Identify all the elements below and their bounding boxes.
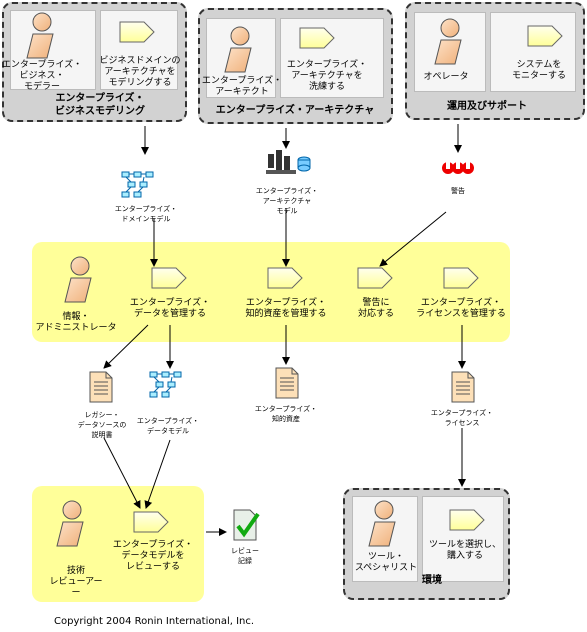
activity-icon	[299, 27, 335, 49]
manage-assets-label: エンタープライズ・ 知的資産を管理する	[245, 298, 327, 319]
data-model-label: エンタープライズ・ データモデル	[136, 417, 200, 435]
activity-icon	[267, 267, 303, 289]
tool-specialist-label: ツール・ スペシャリスト	[354, 552, 418, 573]
monitor-system-label: システムを モニターする	[511, 60, 566, 81]
review-record-icon	[233, 509, 260, 541]
architecture-model-icon	[266, 150, 311, 174]
business-modeler-label: エンタープライズ・ ビジネス・ モデラー	[1, 60, 83, 92]
operations-title: 運用及びサポート	[447, 101, 527, 112]
activity-icon	[449, 509, 485, 531]
actor-icon	[368, 500, 396, 547]
activity-icon	[357, 267, 393, 289]
refine-architecture-label: エンタープライズ・ アーキテクチャを 洗練する	[286, 60, 368, 92]
handle-alerts-label: 警告に 対応する	[357, 298, 394, 319]
domain-model-label: エンタープライズ・ ドメインモデル	[114, 205, 178, 223]
architect-label: エンタープライズ・ アーキテクト	[201, 76, 283, 97]
connector-arrows	[103, 124, 466, 536]
actor-icon	[56, 500, 84, 547]
manage-data-label: エンタープライズ・ データを管理する	[129, 298, 211, 319]
architecture-model-label: エンタープライズ・ アーキテクチャ モデル	[255, 187, 319, 215]
operator-label: オペレータ	[423, 72, 469, 82]
activity-icon	[151, 267, 187, 289]
data-model-icon	[149, 371, 182, 398]
actor-icon	[64, 256, 92, 303]
alert-icon	[442, 162, 474, 174]
select-tools-label: ツールを選択し、 購入する	[428, 540, 501, 561]
actor-icon	[26, 12, 54, 59]
document-icon	[275, 367, 299, 399]
cell-frame	[490, 12, 576, 92]
license-label: エンタープライズ・ ライセンス	[430, 409, 494, 427]
architecture-title: エンタープライズ・アーキテクチャ	[215, 105, 375, 116]
cell-frame	[10, 10, 96, 90]
manage-licenses-label: エンタープライズ・ ライセンスを管理する	[416, 298, 506, 319]
review-record-label: レビュー 記録	[231, 547, 259, 565]
business-modeling-title: エンタープライズ・ ビジネスモデリング	[55, 93, 145, 117]
document-icon	[89, 371, 113, 403]
document-icon	[451, 371, 475, 403]
group-info-admin	[32, 242, 510, 342]
legacy-doc-label: レガシー・ データソースの 説明書	[77, 411, 127, 439]
domain-model-icon	[121, 171, 154, 198]
tech-reviewer-label: 技術 レビューアー ー	[49, 566, 103, 598]
activity-icon	[119, 21, 155, 43]
copyright-notice: Copyright 2004 Ronin International, Inc.	[54, 616, 255, 627]
model-business-domain-label: ビジネスドメインの アーキテクチャを モデリングする	[99, 56, 181, 88]
review-data-model-label: エンタープライズ・ データモデルを レビューする	[112, 540, 194, 572]
activity-icon	[527, 25, 563, 47]
activity-icon	[133, 511, 169, 533]
intellectual-assets-label: エンタープライズ・ 知的資産	[254, 405, 318, 423]
environment-title: 環境	[422, 575, 442, 586]
actor-icon	[224, 26, 252, 73]
cell-frame	[280, 18, 384, 98]
info-admin-label: 情報・ アドミニストレータ	[35, 312, 117, 333]
actor-icon	[434, 18, 462, 65]
alert-label: 警告	[451, 187, 465, 195]
activity-icon	[443, 267, 479, 289]
